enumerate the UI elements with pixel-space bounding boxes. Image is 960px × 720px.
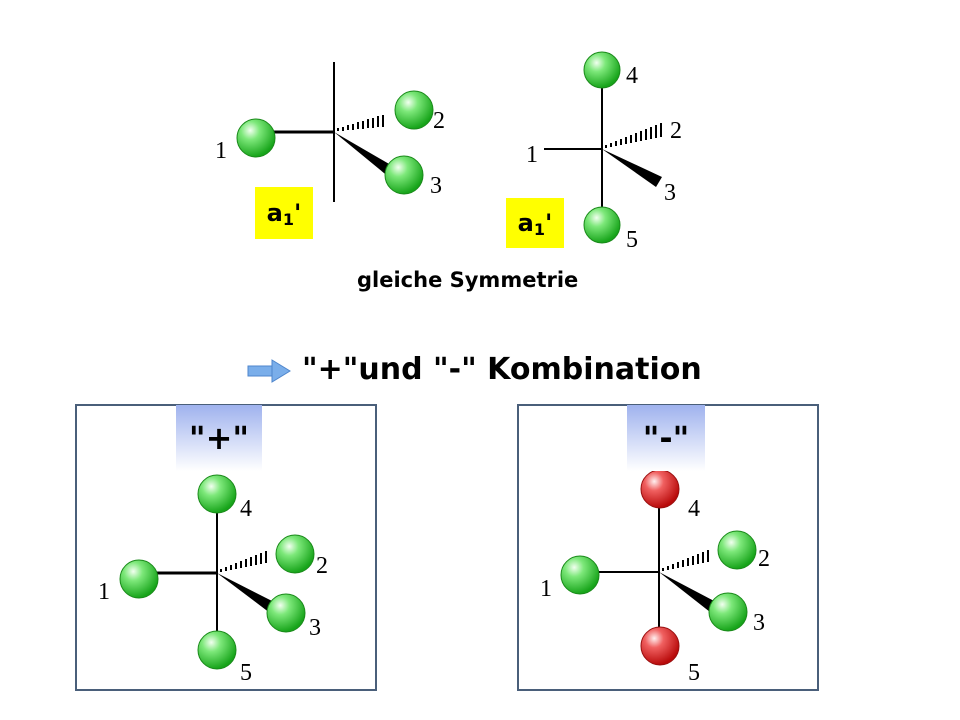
ligand-5 (583, 206, 621, 244)
ligand-5-red (640, 626, 680, 666)
atom-number-4: 4 (688, 496, 700, 522)
atom-number-2: 2 (758, 546, 770, 572)
atom-number-2: 2 (316, 553, 328, 579)
label-base: a (266, 199, 283, 227)
hashed-bond (337, 115, 384, 131)
label-prime: ' (544, 209, 553, 237)
label-base: a (517, 209, 534, 237)
atom-number-5: 5 (688, 660, 700, 686)
atom-number-4: 4 (240, 496, 252, 522)
plus-tag: "+" (176, 405, 262, 471)
label-sub: 1 (282, 210, 294, 229)
atom-number-1: 1 (526, 142, 538, 168)
ligand-2 (717, 530, 757, 570)
right-arrow-icon (247, 359, 291, 383)
molecule-minus: 1 2 3 4 5 (540, 469, 770, 686)
atom-number-3: 3 (309, 615, 321, 641)
label-prime: ' (293, 199, 302, 227)
atom-number-1: 1 (98, 579, 110, 605)
ligand-1 (236, 118, 276, 158)
symmetry-label-right: a1' (506, 198, 564, 248)
atom-number-1: 1 (540, 576, 552, 602)
atom-number-4: 4 (626, 63, 638, 89)
hashed-bond (605, 123, 662, 148)
ligand-1 (119, 559, 159, 599)
ligand-3 (266, 593, 306, 633)
ligand-1 (560, 555, 600, 595)
minus-tag: "-" (627, 405, 705, 471)
ligand-2 (275, 534, 315, 574)
atom-number-3: 3 (430, 173, 442, 199)
combination-heading: "+"und "-" Kombination (302, 352, 702, 387)
ligand-3 (708, 592, 748, 632)
atom-number-5: 5 (626, 227, 638, 253)
wedge-bond (602, 149, 662, 187)
atom-number-5: 5 (240, 660, 252, 686)
ligand-4 (197, 474, 237, 514)
wedge-bond (217, 573, 276, 613)
atom-number-2: 2 (433, 108, 445, 134)
molecule-plus: 1 2 3 4 5 (98, 474, 328, 686)
atom-number-2: 2 (670, 118, 682, 144)
atom-number-1: 1 (215, 138, 227, 164)
symmetry-label-left: a1' (255, 187, 313, 239)
symmetry-caption: gleiche Symmetrie (357, 268, 579, 292)
hashed-bond (220, 551, 267, 572)
ligand-3 (384, 155, 424, 195)
molecule-top-right: 1 2 3 4 5 (526, 51, 682, 253)
hashed-bond (662, 550, 709, 571)
ligand-4 (583, 51, 621, 89)
wedge-bond (659, 572, 716, 612)
atom-number-3: 3 (664, 180, 676, 206)
ligand-5 (197, 630, 237, 670)
wedge-bond (334, 132, 396, 178)
label-sub: 1 (533, 220, 545, 239)
molecule-top-left: 1 2 3 (215, 62, 445, 202)
atom-number-3: 3 (753, 610, 765, 636)
ligand-2 (394, 90, 434, 130)
